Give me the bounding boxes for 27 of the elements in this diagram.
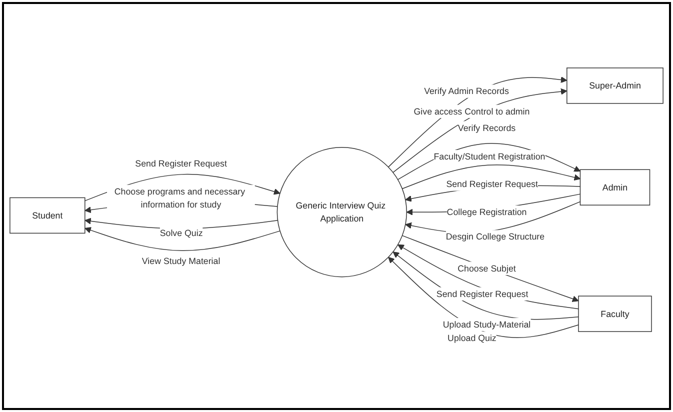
edge-label: Give access Control to admin xyxy=(414,106,530,116)
arrow xyxy=(402,164,581,189)
edge-label: Verify Admin Records xyxy=(424,86,509,96)
edge-label: Send Register Request xyxy=(446,178,538,189)
node-box: Student xyxy=(10,196,86,234)
edge-label: Upload Study-Material xyxy=(442,318,531,330)
edge-label: Faculty/Student Registration xyxy=(434,150,546,162)
edge-label: College Registration xyxy=(446,206,527,217)
edge-label: Send Register Request xyxy=(436,288,528,299)
edge-label: Send Register Request xyxy=(135,158,227,168)
edge-label: Desgin College Structure xyxy=(446,231,545,242)
node-box: Admin xyxy=(580,168,650,206)
edge-label: View Study Material xyxy=(142,255,220,266)
arrow xyxy=(84,226,280,251)
arrow xyxy=(405,200,581,233)
node-box: Super-Admin xyxy=(566,67,664,104)
arrow xyxy=(402,234,579,302)
edge-label: Solve Quiz xyxy=(160,227,203,238)
edge-label: Choose Subjet xyxy=(458,262,516,274)
node-circle: Generic Interview Quiz Application xyxy=(276,146,407,277)
arrow xyxy=(398,244,579,309)
arrow xyxy=(392,88,568,172)
edge-label: Verify Records xyxy=(458,122,516,133)
edge-label: Upload Quiz xyxy=(448,332,496,344)
node-box: Faculty xyxy=(578,295,652,332)
arrow xyxy=(388,76,568,167)
edge-label: Choose programs and necessary information for study xyxy=(114,186,246,210)
